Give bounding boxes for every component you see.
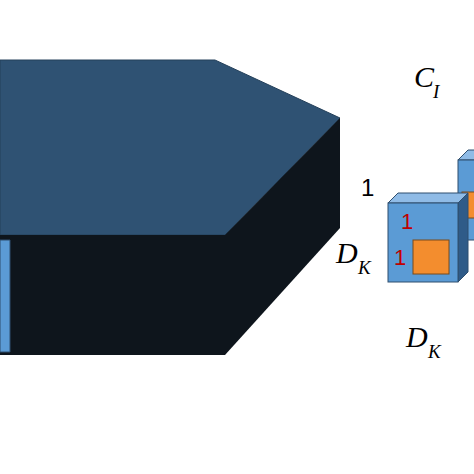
unit-number: 1 xyxy=(394,247,406,269)
block-front xyxy=(388,203,458,282)
math-symbol: C xyxy=(414,62,434,92)
block-side xyxy=(458,193,468,282)
math-subscript: K xyxy=(358,258,371,277)
block-top xyxy=(388,193,468,203)
slab-front xyxy=(0,240,10,352)
unit-number: 1 xyxy=(401,211,413,233)
math-symbol: D xyxy=(406,322,428,352)
math-subscript: I xyxy=(433,82,439,101)
math-subscript: K xyxy=(428,342,441,361)
unit-square xyxy=(413,240,449,274)
slab-side xyxy=(225,118,340,355)
dimension-number: 1 xyxy=(361,176,374,200)
block-top xyxy=(458,150,474,160)
math-symbol: D xyxy=(336,238,358,268)
slab-side xyxy=(0,235,225,355)
